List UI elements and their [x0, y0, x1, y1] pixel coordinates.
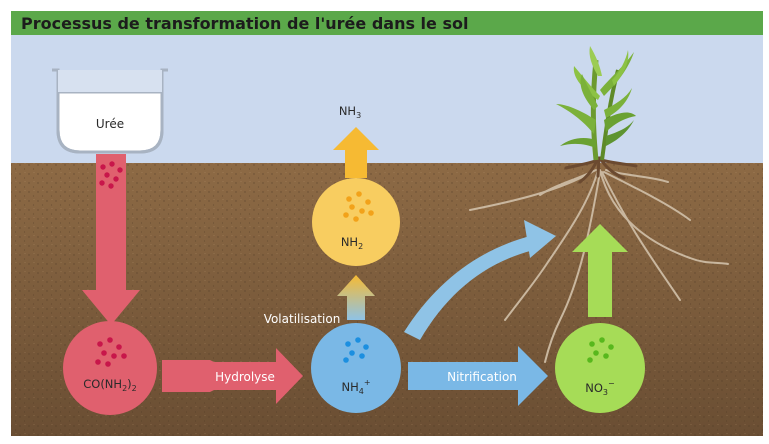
plant-shoot: [556, 46, 636, 161]
plant-roots: [469, 169, 729, 363]
nitrate-uptake-arrow: [572, 224, 628, 317]
volatilisation-label: Volatilisation: [264, 312, 341, 326]
ammonium-uptake-arrow: [404, 220, 556, 340]
nh3-label: NH3: [339, 104, 361, 120]
volatilisation-arrow: [337, 275, 375, 320]
urea-granules: [95, 337, 127, 367]
bottom-border: [0, 436, 769, 444]
nitrification-arrow: [408, 346, 548, 406]
hydrolyse-label: Hydrolyse: [215, 370, 275, 384]
ammonium-granules: [343, 337, 369, 363]
nh2-label: NH2: [341, 235, 363, 251]
plant-root-crown: [564, 156, 638, 184]
ammonium-node: [311, 323, 401, 413]
urea-node: [63, 321, 157, 415]
uree-container: [52, 68, 168, 154]
uree-label: Urée: [96, 117, 124, 131]
nitrification-label: Nitrification: [447, 370, 517, 384]
nh2-granules: [343, 191, 374, 222]
urea-downward-arrow: [82, 154, 140, 325]
hydrolyse-arrow: [162, 348, 303, 404]
nitrate-granules: [587, 337, 614, 363]
nitrate-node: [555, 323, 645, 413]
title-bar: Processus de transformation de l'urée da…: [11, 11, 763, 35]
urea-granules-in-arrow: [99, 161, 123, 189]
ammonium-label: NH4+: [341, 378, 370, 396]
page-title: Processus de transformation de l'urée da…: [21, 14, 469, 33]
nitrate-label: NO3−: [585, 379, 614, 397]
urea-label: CO(NH2)2: [83, 377, 137, 393]
nh2-node: [312, 178, 400, 266]
nh3-upward-arrow: [333, 127, 379, 178]
